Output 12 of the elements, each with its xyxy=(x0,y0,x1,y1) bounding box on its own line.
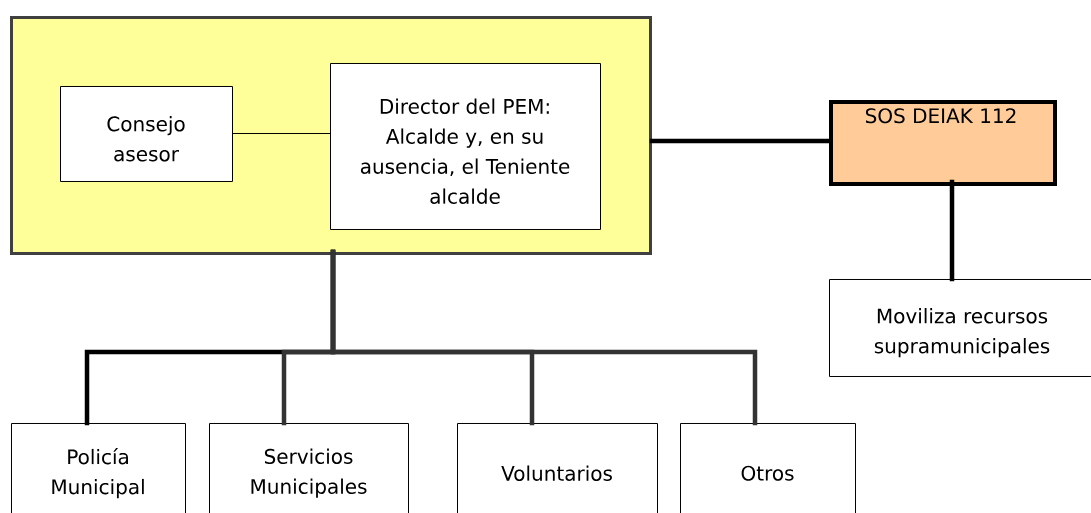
process-box: Servicios Municipales xyxy=(209,423,409,513)
process-box: Voluntarios xyxy=(457,423,658,513)
process-box: Consejo asesor xyxy=(60,86,233,182)
connector-line xyxy=(330,249,758,426)
process-box: Director del PEM: Alcalde y, en su ausencia, el Teniente alcalde xyxy=(330,63,601,230)
process-box: Otros xyxy=(680,423,856,513)
process-box: Moviliza recursos supramunicipales xyxy=(829,279,1091,377)
connector-line xyxy=(232,132,331,135)
process-box: SOS DEIAK 112 xyxy=(829,100,1057,186)
connector-line xyxy=(649,138,832,144)
process-box: Policía Municipal xyxy=(11,423,186,513)
connector-line xyxy=(949,179,955,282)
